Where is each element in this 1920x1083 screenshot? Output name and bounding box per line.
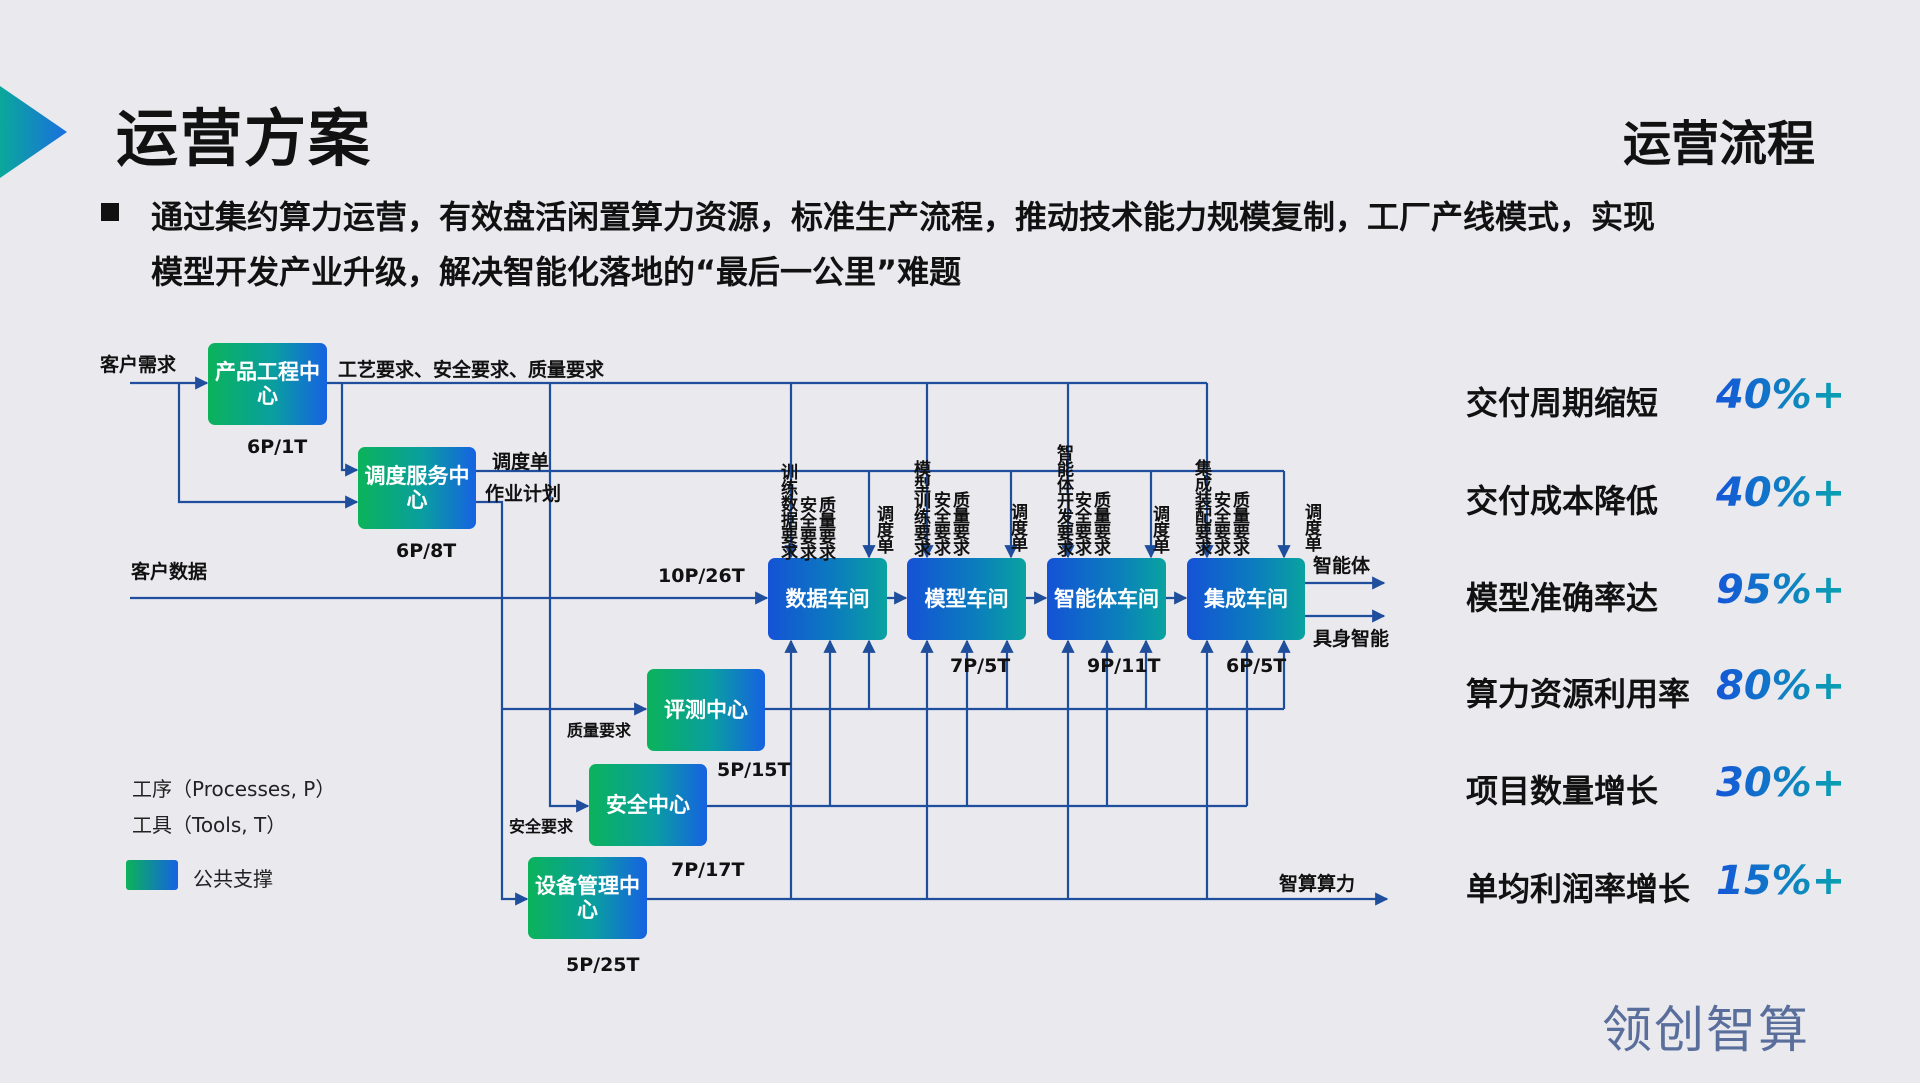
- node-security-center: 安全中心: [589, 764, 707, 846]
- node-model-workshop: 模型车间: [907, 558, 1026, 640]
- legend-tools: 工具（Tools, T）: [132, 813, 287, 837]
- label-customer-data: 客户数据: [131, 561, 208, 583]
- vlabel-integ-3: 质量要求: [1229, 491, 1249, 555]
- stats-product: 6P/1T: [247, 436, 308, 458]
- label-customer-demand: 客户需求: [100, 354, 177, 376]
- vlabel-data-4: 调度单: [873, 505, 893, 553]
- legend-processes: 工序（Processes, P）: [132, 777, 336, 801]
- section-title: 运营流程: [1622, 116, 1815, 172]
- node-agent-workshop: 智能体车间: [1047, 558, 1166, 640]
- vlabel-data-1: 训练数据要求: [777, 463, 797, 559]
- stats-evaluation: 5P/15T: [717, 759, 791, 781]
- label-dispatch-order: 调度单: [492, 451, 550, 473]
- vlabel-agent-2: 安全要求: [1071, 491, 1091, 555]
- vlabel-agent-1: 智能体开发要求: [1053, 444, 1073, 556]
- metric-label: 交付成本降低: [1466, 482, 1659, 520]
- vlabel-integ-2: 安全要求: [1210, 491, 1230, 555]
- vlabel-model-1: 模型训练要求: [910, 460, 930, 556]
- legend-public-support: 公共支撑: [193, 867, 273, 891]
- vlabel-integ-4: 调度单: [1301, 503, 1321, 551]
- play-triangle-icon: [0, 86, 67, 178]
- vlabel-model-4: 调度单: [1007, 503, 1027, 551]
- node-data-workshop: 数据车间: [768, 558, 887, 640]
- bullet-text-line1: 通过集约算力运营，有效盘活闲置算力资源，标准生产流程，推动技术能力规模复制，工厂…: [151, 198, 1656, 236]
- legend-swatch: [126, 860, 178, 890]
- node-product-engineering-center: 产品工程中心: [208, 343, 327, 425]
- label-output-agent: 智能体: [1313, 555, 1371, 577]
- metric-label: 项目数量增长: [1466, 772, 1659, 810]
- metric-value: 40%+: [1716, 470, 1846, 516]
- metric-value: 40%+: [1716, 372, 1846, 418]
- stats-security: 7P/17T: [671, 859, 745, 881]
- label-quality-requirement: 质量要求: [567, 721, 632, 740]
- stats-data-workshop: 10P/26T: [658, 565, 745, 587]
- label-output-embodied: 具身智能: [1313, 628, 1390, 650]
- metric-value: 95%+: [1716, 567, 1846, 613]
- stats-device: 5P/25T: [566, 954, 640, 976]
- label-security-requirement: 安全要求: [509, 817, 574, 836]
- stats-agent-workshop: 9P/11T: [1087, 655, 1161, 677]
- bullet-text-line2: 模型开发产业升级，解决智能化落地的“最后一公里”难题: [151, 253, 962, 291]
- vlabel-model-2: 安全要求: [930, 491, 950, 555]
- metric-label: 算力资源利用率: [1466, 675, 1691, 713]
- node-evaluation-center: 评测中心: [647, 669, 765, 751]
- label-compute-power: 智算算力: [1279, 873, 1356, 895]
- vlabel-model-3: 质量要求: [949, 491, 969, 555]
- node-integration-workshop: 集成车间: [1187, 558, 1305, 640]
- vlabel-data-3: 质量要求: [815, 496, 835, 560]
- arrow-work-plan-to-device: [476, 500, 529, 906]
- stats-model-workshop: 7P/5T: [950, 655, 1011, 677]
- vlabel-agent-3: 质量要求: [1090, 491, 1110, 555]
- label-requirements: 工艺要求、安全要求、质量要求: [338, 359, 605, 381]
- metric-value: 15%+: [1716, 858, 1846, 904]
- node-dispatch-service-center: 调度服务中心: [358, 447, 476, 529]
- page-title: 运营方案: [116, 102, 373, 175]
- metric-label: 模型准确率达: [1466, 579, 1659, 617]
- metric-label: 单均利润率增长: [1466, 870, 1691, 908]
- vlabel-agent-4: 调度单: [1149, 505, 1169, 553]
- company-logo: 领创智算: [1602, 1001, 1810, 1059]
- bullet-square-icon: [101, 203, 119, 221]
- arrow-product-to-dispatch: [340, 383, 359, 477]
- arrow-to-security: [548, 383, 590, 813]
- metric-value: 80%+: [1716, 663, 1846, 709]
- node-device-management-center: 设备管理中心: [528, 857, 647, 939]
- metric-value: 30%+: [1716, 760, 1846, 806]
- vlabel-data-2: 安全要求: [796, 496, 816, 560]
- label-work-plan: 作业计划: [485, 483, 562, 505]
- vlabel-integ-1: 集成装配要求: [1191, 459, 1211, 555]
- stats-integration-workshop: 6P/5T: [1226, 655, 1287, 677]
- arrow-demand-to-dispatch: [177, 383, 359, 509]
- stats-dispatch: 6P/8T: [396, 540, 457, 562]
- metric-label: 交付周期缩短: [1466, 384, 1659, 422]
